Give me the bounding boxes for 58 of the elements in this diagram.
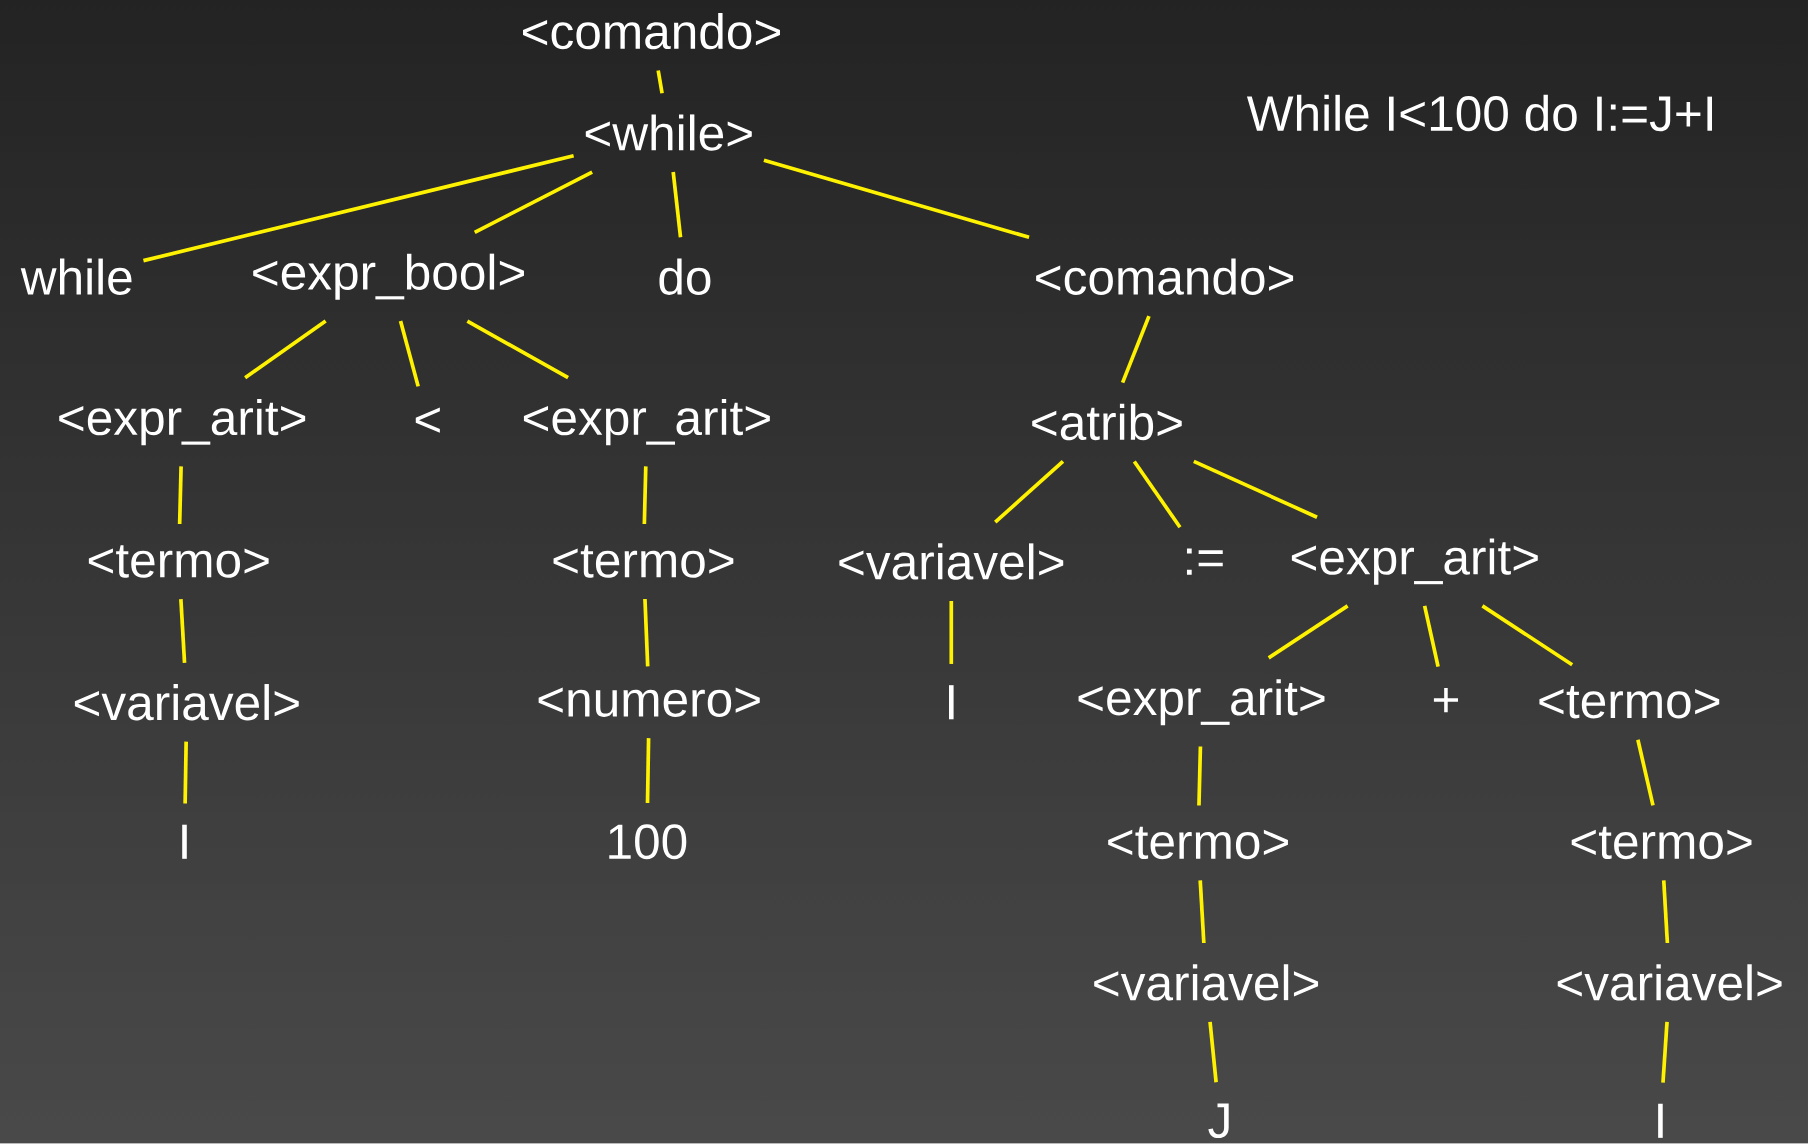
tree-branch — [1267, 604, 1349, 660]
tree-branch — [1120, 315, 1151, 384]
tree-node-label: <expr_arit> — [1291, 538, 1538, 585]
tree-branch — [1198, 880, 1206, 944]
tree-branch — [177, 466, 183, 525]
tree-branch — [1481, 604, 1574, 667]
tree-node-label: <variavel> — [839, 543, 1064, 580]
tree-node-label: <numero> — [538, 687, 760, 717]
tree-branch — [1132, 460, 1182, 529]
tree-node-label: <variavel> — [1094, 964, 1319, 1001]
tree-branch — [398, 320, 420, 387]
tree-branch — [1197, 746, 1203, 806]
tree-branch — [1422, 605, 1440, 668]
tree-node-label: <atrib> — [1032, 403, 1182, 441]
tree-branch — [645, 738, 651, 804]
tree-node-label: <expr_arit> — [1078, 679, 1325, 726]
tree-node-label: 100 — [609, 824, 687, 860]
tree-branch — [1208, 1021, 1218, 1083]
tree-node-label: := — [1186, 548, 1223, 575]
tree-node-label: < — [415, 407, 440, 433]
tree-node-label: <comando> — [1036, 258, 1294, 295]
tree-node-label: <variavel> — [1557, 964, 1782, 1001]
tree-branch — [179, 599, 187, 663]
tree-node-label: <expr_arit> — [523, 399, 770, 446]
tree-node-label: I — [949, 685, 954, 720]
tree-node-label: while — [20, 258, 132, 295]
tree-node-label: + — [1433, 688, 1458, 713]
tree-branch — [643, 599, 650, 667]
tree-branch — [642, 466, 648, 525]
tree-branch — [143, 154, 575, 263]
tree-node-label: <termo> — [1108, 826, 1288, 860]
tree-node-label: do — [659, 258, 711, 295]
tree-node-label: <comando> — [523, 13, 780, 50]
tree-branch — [473, 170, 593, 235]
tree-branch — [183, 741, 188, 804]
tree-node-label: <expr_arit> — [59, 399, 306, 446]
tree-branch — [656, 70, 664, 94]
tree-branch — [671, 171, 683, 238]
tree-branch — [466, 319, 569, 380]
example-statement: While I<100 do I:=J+I — [1246, 94, 1712, 132]
tree-node-label: I — [1658, 1103, 1663, 1138]
tree-branch — [1636, 739, 1655, 806]
tree-branch — [244, 319, 327, 380]
tree-node-label: <termo> — [553, 545, 734, 578]
tree-branch — [1661, 1021, 1669, 1083]
tree-node-label: <while> — [585, 114, 752, 151]
tree-node-label: <expr_bool> — [253, 253, 524, 300]
tree-node-label: <variavel> — [74, 684, 299, 721]
tree-node-label: J — [1208, 1103, 1229, 1139]
tree-node-label: <termo> — [1571, 826, 1752, 860]
tree-branch — [994, 460, 1065, 524]
tree-branch — [1661, 880, 1670, 944]
tree-branch — [1193, 459, 1318, 519]
tree-branch — [949, 601, 954, 665]
tree-node-label: I — [182, 824, 187, 859]
tree-node-label: <termo> — [1539, 686, 1720, 719]
tree-branch — [763, 158, 1030, 240]
tree-node-label: <termo> — [88, 545, 269, 578]
